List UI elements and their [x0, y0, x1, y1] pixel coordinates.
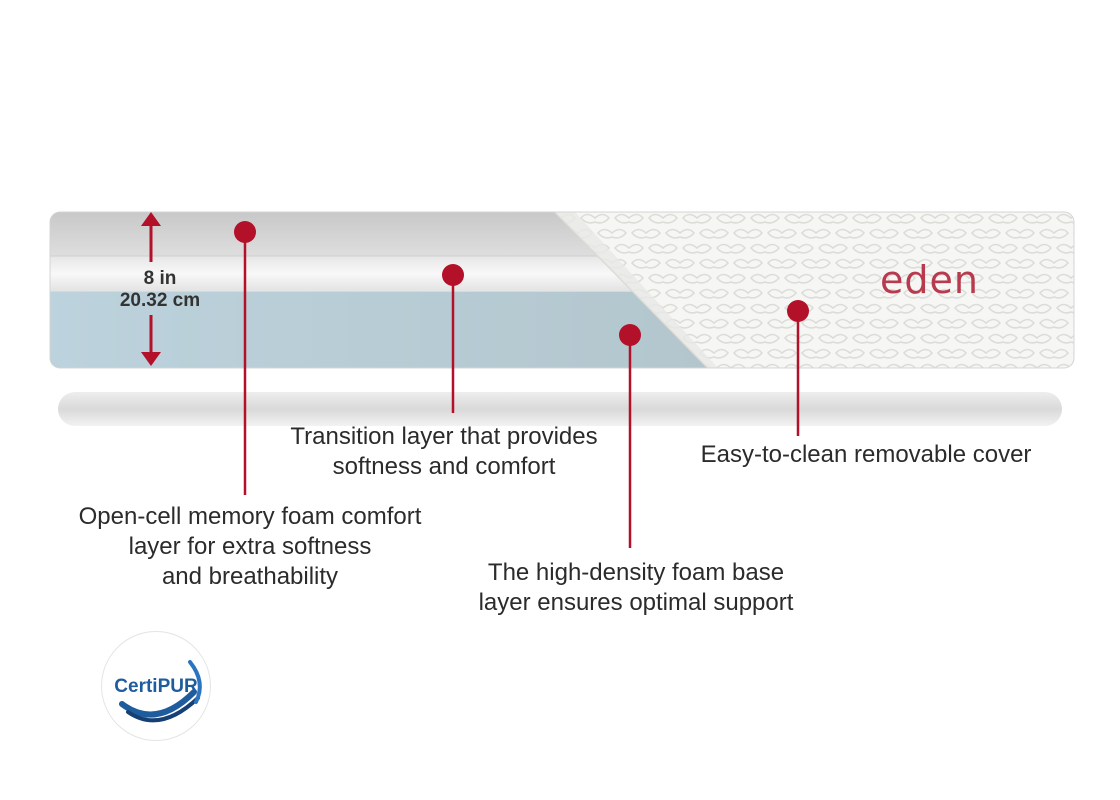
- cover-label: Easy-to-clean removable cover: [676, 440, 1056, 470]
- comfort-layer-label-line: and breathability: [161, 563, 339, 590]
- callout-dot-icon: [619, 324, 641, 346]
- callout-comfort-layer: [234, 221, 256, 495]
- callout-base-layer: [619, 324, 641, 548]
- cover-label-line: Easy-to-clean removable cover: [700, 441, 1032, 468]
- transition-layer-label: Transition layer that provides softness …: [264, 422, 624, 482]
- base-layer-label: The high-density foam base layer ensures…: [446, 558, 826, 618]
- callout-cover: [787, 300, 809, 436]
- callout-dot-icon: [442, 264, 464, 286]
- height-dimension: 8 in 20.32 cm: [100, 268, 220, 312]
- callout-transition-layer: [442, 264, 464, 413]
- base-layer-label-line: layer ensures optimal support: [478, 589, 794, 616]
- brand-logo: eden: [880, 258, 979, 302]
- transition-layer-label-line: Transition layer that provides: [290, 423, 598, 450]
- removable-cover: [555, 212, 1074, 368]
- comfort-layer-label: Open-cell memory foam comfort layer for …: [50, 502, 450, 592]
- callout-dot-icon: [234, 221, 256, 243]
- height-inches: 8 in: [143, 268, 177, 289]
- comfort-layer-label-line: layer for extra softness: [128, 533, 372, 560]
- mattress-shadow: [58, 392, 1062, 426]
- certipur-badge: CertiPUR: [102, 632, 210, 740]
- certipur-logo-icon: [119, 660, 202, 723]
- height-arrow-icon: [141, 212, 161, 366]
- certipur-text: CertiPUR: [114, 676, 198, 697]
- comfort-layer-label-line: Open-cell memory foam comfort: [78, 503, 422, 530]
- transition-layer-label-line: softness and comfort: [332, 453, 556, 480]
- base-layer-label-line: The high-density foam base: [487, 559, 785, 586]
- height-centimeters: 20.32 cm: [119, 290, 201, 311]
- mattress-cross-section: [50, 212, 1074, 368]
- callout-dot-icon: [787, 300, 809, 322]
